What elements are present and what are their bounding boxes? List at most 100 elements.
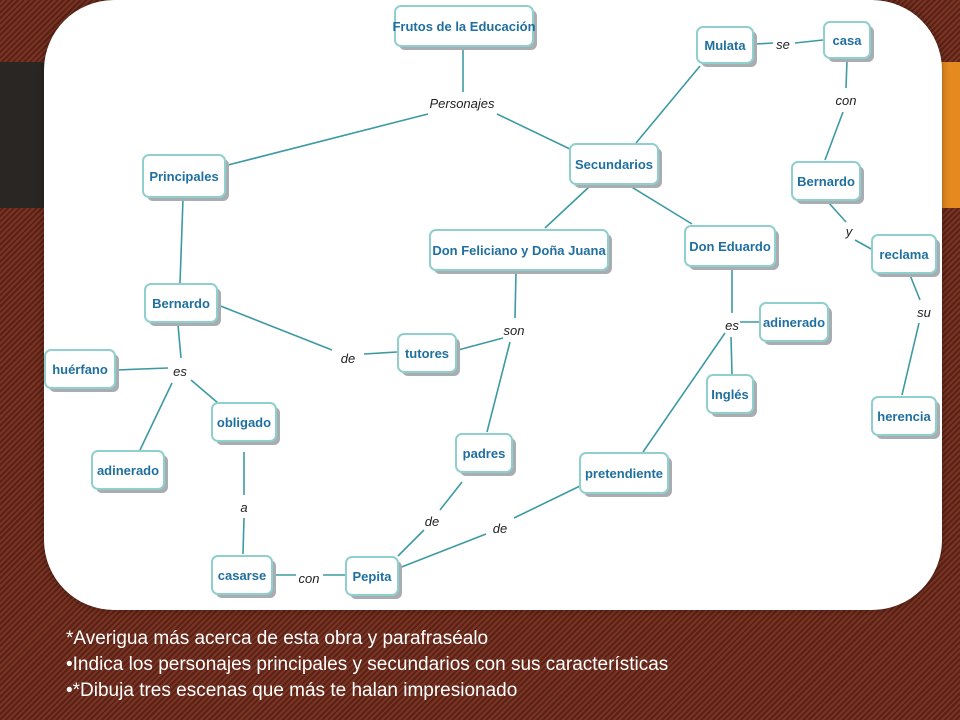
link-phrase-es2: es (725, 318, 739, 333)
link-phrase-con1: con (836, 93, 857, 108)
connector-line (854, 239, 874, 251)
node-box (144, 283, 218, 323)
connector-line (439, 481, 463, 511)
link-phrase-de2: de (425, 514, 439, 529)
connector-line (486, 341, 511, 433)
connector-line (177, 324, 182, 359)
concept-node-padres: padres (455, 433, 516, 476)
instructions: *Averigua más acerca de esta obra y para… (66, 626, 946, 704)
node-box (455, 433, 513, 473)
connector-line (227, 113, 429, 166)
connector-line (116, 367, 169, 371)
connector-line (179, 198, 184, 284)
node-box (44, 349, 116, 389)
connector-line (457, 337, 504, 351)
concept-node-secundarios: Secundarios (569, 143, 662, 188)
connector-line (139, 382, 173, 451)
node-label: pretendiente (585, 466, 663, 481)
link-phrase-de3: de (493, 521, 507, 536)
concept-node-obligado: obligado (211, 402, 280, 445)
node-label: Secundarios (575, 157, 653, 172)
node-label: obligado (217, 415, 271, 430)
connector-line (397, 529, 425, 557)
concept-node-tutores: tutores (397, 333, 460, 376)
link-phrase-es1: es (173, 364, 187, 379)
concept-node-adinerado_r: adinerado (759, 302, 832, 345)
connector-line (794, 39, 824, 44)
node-box (871, 234, 937, 274)
node-label: Inglés (711, 387, 749, 402)
instruction-2: •Indica los personajes principales y sec… (66, 654, 669, 675)
node-label: Frutos de la Educación (392, 19, 535, 34)
connector-line (642, 332, 726, 453)
concept-node-bernardo_r: Bernardo (791, 161, 864, 204)
concept-node-casarse: casarse (211, 555, 276, 598)
link-phrase-de1: de (341, 351, 355, 366)
connector-line (755, 42, 774, 45)
connector-line (363, 351, 398, 355)
instruction-1: *Averigua más acerca de esta obra y para… (66, 628, 489, 649)
node-label: Bernardo (152, 296, 210, 311)
concept-node-huerfano: huérfano (44, 349, 119, 392)
node-label: Bernardo (797, 174, 855, 189)
connector-line (242, 517, 245, 555)
connector-line (514, 271, 517, 319)
node-label: adinerado (763, 315, 825, 330)
node-box (91, 450, 165, 490)
node-box (211, 402, 277, 442)
node-box (696, 26, 754, 64)
concept-node-pretendiente: pretendiente (579, 452, 672, 497)
node-label: Pepita (352, 569, 392, 584)
connector-line (398, 533, 487, 569)
link-phrase-a: a (240, 500, 247, 515)
concept-node-bernardo_l: Bernardo (144, 283, 221, 326)
node-label: Principales (149, 169, 218, 184)
node-box (397, 333, 457, 373)
node-box (759, 302, 829, 342)
node-box (823, 21, 871, 59)
node-label: adinerado (97, 463, 159, 478)
connector-line (629, 185, 693, 225)
connector-line (544, 185, 591, 229)
connector-line (827, 201, 847, 223)
node-box (394, 5, 534, 47)
node-box (211, 555, 273, 595)
concept-node-adinerado_l: adinerado (91, 450, 168, 493)
node-box (142, 154, 226, 198)
node-label: herencia (877, 409, 931, 424)
connector-line (730, 336, 733, 375)
link-phrase-con2: con (299, 571, 320, 586)
node-box (579, 452, 669, 494)
node-label: huérfano (52, 362, 108, 377)
link-phrase-personajes: Personajes (429, 96, 495, 111)
concept-node-frutos: Frutos de la Educación (392, 5, 537, 50)
node-label: casa (833, 33, 863, 48)
concept-node-casa: casa (823, 21, 874, 62)
connector-line (496, 113, 573, 151)
link-phrase-son: son (504, 323, 525, 338)
connector-line (901, 322, 920, 396)
concept-node-principales: Principales (142, 154, 229, 201)
node-box (706, 374, 754, 414)
node-label: casarse (218, 568, 266, 583)
link-phrase-su: su (917, 305, 931, 320)
concept-node-herencia: herencia (871, 396, 940, 439)
connector-line (845, 59, 848, 89)
node-label: reclama (879, 247, 929, 262)
concept-node-donfeliciano: Don Feliciano y Doña Juana (429, 229, 612, 274)
connector-line (190, 379, 219, 404)
node-box (791, 161, 861, 201)
node-box (684, 225, 776, 267)
concept-node-ingles: Inglés (706, 374, 757, 417)
node-box (871, 396, 937, 436)
connector-line (217, 304, 333, 351)
link-phrase-se: se (776, 37, 790, 52)
node-box (429, 229, 609, 271)
connector-line (635, 65, 701, 144)
concept-node-mulata: Mulata (696, 26, 757, 67)
node-label: Don Feliciano y Doña Juana (432, 243, 606, 258)
concept-node-pepita: Pepita (345, 556, 402, 599)
